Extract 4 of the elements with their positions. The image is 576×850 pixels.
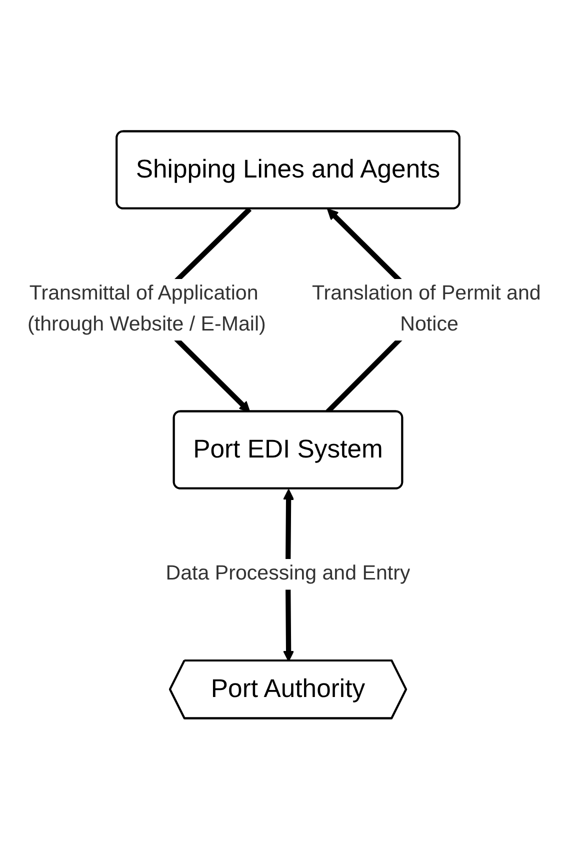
rounded-box: Shipping Lines and Agents — [116, 130, 460, 210]
edge-label: Data Processing and Entry — [166, 559, 410, 590]
rounded-box: Port EDI System — [172, 410, 404, 490]
hexagon-node: Port Authority — [168, 660, 408, 720]
